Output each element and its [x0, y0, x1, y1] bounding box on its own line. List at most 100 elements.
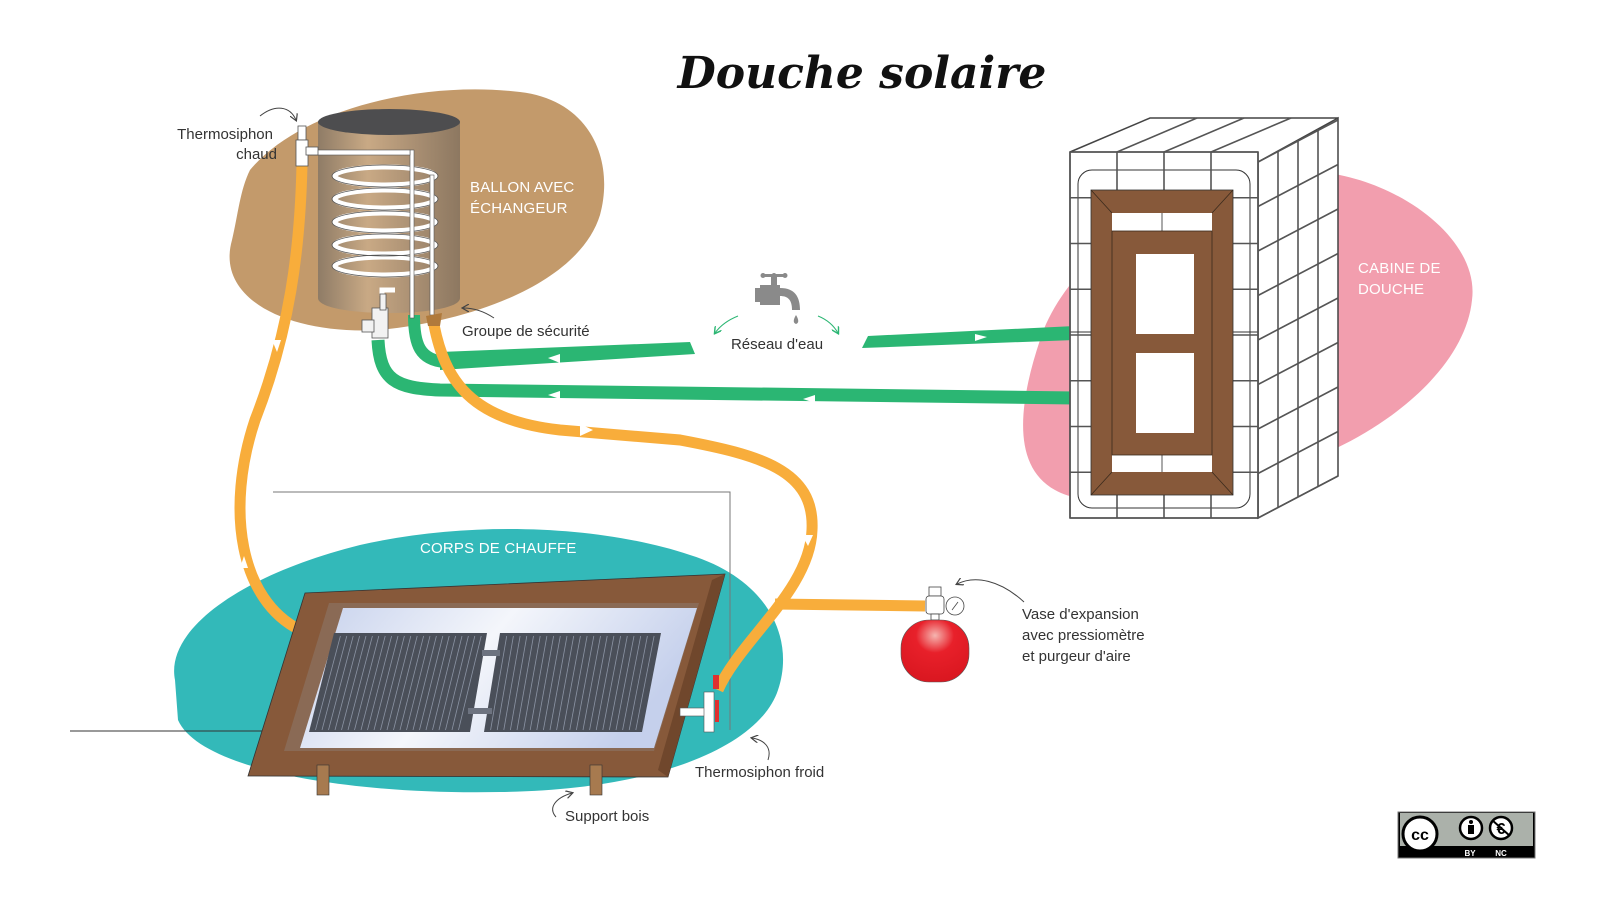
absorber-fin — [373, 635, 399, 731]
cabin-zone-label: CABINE DE — [1358, 260, 1441, 277]
annotation-thermosiphon-hot: chaud — [236, 146, 277, 163]
absorber-fin — [425, 635, 450, 731]
absorber-fin — [341, 635, 367, 731]
cabin-grid-line — [1257, 430, 1339, 475]
annotation-arrow-safety-group — [463, 308, 495, 319]
annotation-wood-support: Support bois — [565, 808, 649, 825]
water-faucet-icon — [755, 273, 800, 324]
cabin-zone-label: DOUCHE — [1358, 281, 1424, 298]
license-nc-label: NC — [1495, 849, 1507, 858]
cold-water-tank-to-cabin-pipe — [371, 339, 1076, 405]
annotation-arrow-thermosiphon-cold — [752, 738, 770, 761]
shower-cabin — [1069, 116, 1339, 520]
flow-curve-arrow-left — [715, 315, 739, 333]
absorber-fin — [622, 635, 642, 731]
absorber-fin — [334, 635, 360, 731]
absorber-fin — [595, 635, 615, 731]
cabin-grid-line — [1257, 297, 1339, 341]
flow-arrow — [272, 340, 281, 352]
hot-water-tank — [309, 109, 460, 319]
absorber-fin — [543, 635, 561, 731]
absorber-fin — [589, 635, 608, 731]
annotation-safety-group: Groupe de sécurité — [462, 323, 590, 340]
cabin-grid-line — [1210, 117, 1292, 153]
absorber-fin — [354, 635, 380, 731]
absorber-fin — [360, 635, 386, 731]
absorber-fin — [635, 635, 655, 731]
absorber-fin — [347, 635, 373, 731]
heater-zone-label: CORPS DE CHAUFFE — [420, 540, 577, 557]
reference-frame-line — [273, 491, 731, 730]
cold-thermosiphon-pipe — [428, 323, 818, 693]
absorber-fin — [510, 635, 528, 731]
flow-arrow — [802, 535, 813, 546]
annotation-arrow-expansion-vessel — [957, 580, 1025, 603]
annotation-expansion-vessel: et purgeur d'aire — [1022, 648, 1131, 665]
annotation-water-network: Réseau d'eau — [731, 336, 823, 353]
absorber-fin — [315, 635, 341, 731]
cc-label: cc — [1411, 827, 1429, 844]
absorber-fin — [529, 635, 548, 731]
absorber-fin — [628, 635, 648, 731]
flow-arrow — [548, 391, 560, 399]
absorber-fin — [399, 635, 424, 731]
absorber-fin — [576, 635, 595, 731]
absorber-fin — [556, 635, 575, 731]
absorber-fin — [562, 635, 581, 731]
absorber-fin — [569, 635, 588, 731]
absorber-fin — [490, 635, 508, 731]
absorber-fin — [609, 635, 628, 731]
absorber-fin — [321, 635, 348, 731]
absorber-fin — [549, 635, 568, 731]
annotation-arrow-thermosiphon-hot — [259, 107, 296, 120]
expansion-vessel — [900, 586, 970, 683]
absorber-panel-left — [309, 633, 487, 732]
cabin-grid-line — [1163, 117, 1245, 153]
cabin-grid-line — [1116, 117, 1198, 153]
absorber-fin — [367, 635, 392, 731]
diagram-title: Douche solaire — [676, 48, 1047, 99]
tank-zone-label: ÉCHANGEUR — [470, 200, 568, 217]
safety-group-valve — [361, 287, 442, 339]
absorber-fin — [419, 635, 444, 731]
cabin-grid-line — [1257, 252, 1339, 297]
absorber-fin — [393, 635, 418, 731]
cabin-grid-line — [1257, 475, 1339, 519]
absorber-fin — [503, 635, 521, 731]
absorber-fin — [496, 635, 514, 731]
absorber-fin — [432, 635, 456, 731]
annotation-thermosiphon-hot: Thermosiphon — [177, 126, 273, 143]
absorber-fin — [582, 635, 601, 731]
cabin-grid-line — [1257, 163, 1339, 208]
flow-curve-arrow-right — [817, 315, 838, 333]
absorber-fin — [536, 635, 554, 731]
absorber-fin — [445, 635, 469, 731]
cold-water-inlet-segment-left — [440, 342, 695, 370]
annotation-expansion-vessel: avec pressiomètre — [1022, 627, 1145, 644]
cabin-grid-line — [1257, 208, 1339, 252]
expansion-vessel-pipe — [774, 598, 926, 612]
absorber-fin — [451, 635, 476, 731]
absorber-fin — [412, 635, 437, 731]
annotation-thermosiphon-cold: Thermosiphon froid — [695, 764, 824, 781]
absorber-fin — [328, 635, 354, 731]
absorber-fin — [458, 635, 482, 731]
flow-arrow — [548, 354, 560, 363]
annotation-expansion-vessel: Vase d'expansion — [1022, 606, 1139, 623]
flow-arrow — [240, 556, 248, 568]
absorber-fin — [516, 635, 534, 731]
hot-thermosiphon-pipe — [234, 164, 308, 635]
wood-support-left — [316, 764, 330, 796]
absorber-fin — [380, 635, 405, 731]
flow-arrow — [975, 334, 987, 341]
creative-commons-by-nc-icon[interactable]: cc € BY NC — [1397, 811, 1536, 859]
svg-text:€: € — [1497, 821, 1506, 838]
wood-support-right — [589, 764, 603, 796]
annotation-arrow-wood-support — [552, 793, 572, 818]
absorber-fin — [438, 635, 463, 731]
cabin-grid-line — [1257, 341, 1339, 386]
flow-arrow — [580, 424, 593, 436]
absorber-fin — [406, 635, 431, 731]
cold-water-feed-into-tank — [408, 314, 446, 368]
